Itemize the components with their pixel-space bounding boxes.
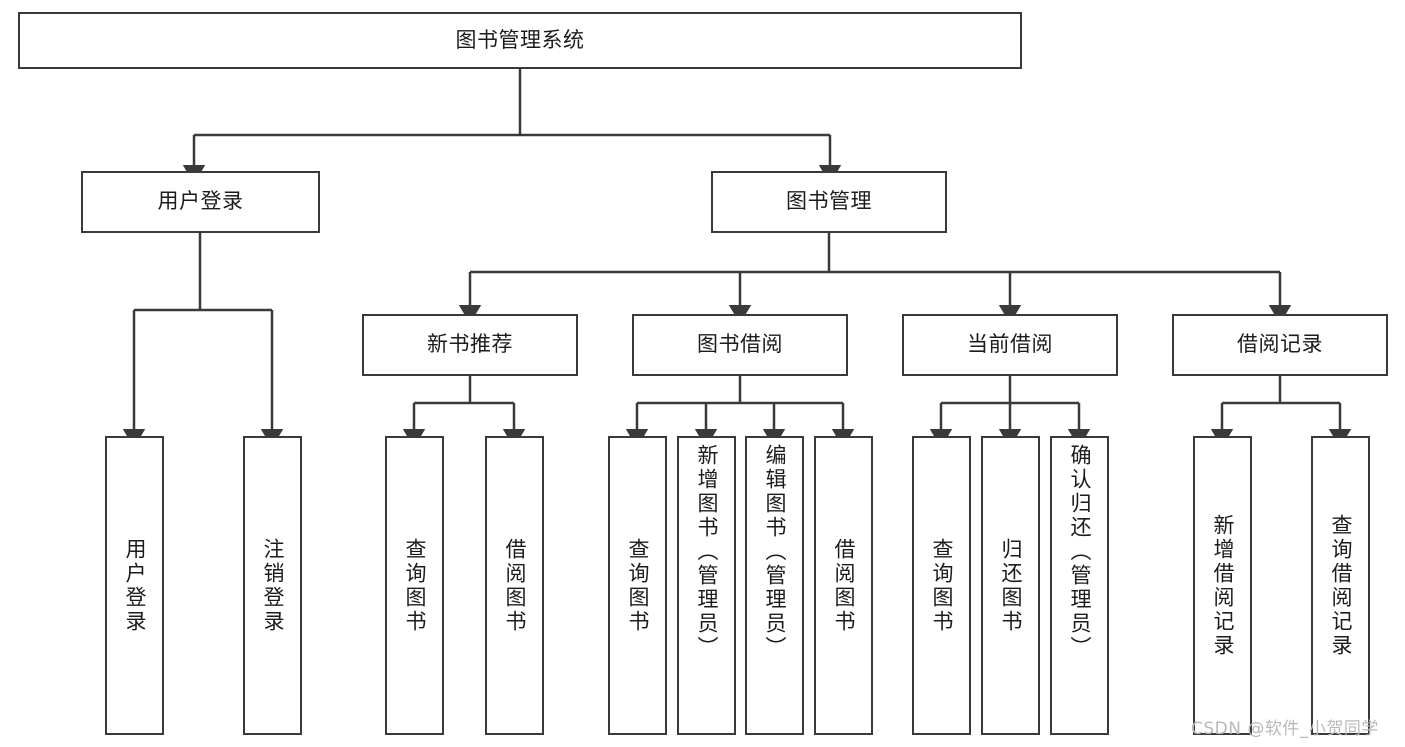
node-leaf-new-book-borrow-book[interactable]: 借阅图书 <box>485 436 544 735</box>
node-user-login[interactable]: 用户登录 <box>81 171 320 233</box>
node-new-book-recommend[interactable]: 新书推荐 <box>362 314 578 376</box>
node-label: 新书推荐 <box>427 332 513 357</box>
node-leaf-book-borrow-query-book[interactable]: 查询图书 <box>608 436 667 735</box>
node-label: 图书管理 <box>786 189 872 214</box>
node-label: 借阅图书 <box>503 537 527 634</box>
node-label: 借阅图书 <box>832 537 856 634</box>
node-label: 新增借阅记录 <box>1211 513 1235 658</box>
node-label: 查询图书 <box>403 537 427 634</box>
node-leaf-user-login-logout[interactable]: 注销登录 <box>243 436 302 735</box>
node-label: 图书管理系统 <box>455 27 585 52</box>
node-label: 查询借阅记录 <box>1329 513 1353 658</box>
node-label: 当前借阅 <box>967 332 1053 357</box>
node-label: 归还图书 <box>999 537 1023 634</box>
node-leaf-borrow-record-add-record[interactable]: 新增借阅记录 <box>1193 436 1252 735</box>
node-leaf-current-borrow-confirm-return-admin[interactable]: 确认归还（管理员） <box>1050 436 1109 735</box>
node-label: 编辑图书（管理员） <box>763 444 787 660</box>
node-book-borrow[interactable]: 图书借阅 <box>632 314 848 376</box>
node-label: 图书借阅 <box>697 332 783 357</box>
node-label: 用户登录 <box>123 537 147 634</box>
node-label: 注销登录 <box>261 537 285 634</box>
node-root-book-management-system[interactable]: 图书管理系统 <box>18 12 1022 69</box>
node-leaf-borrow-record-query-record[interactable]: 查询借阅记录 <box>1311 436 1370 735</box>
node-label: 确认归还（管理员） <box>1068 444 1092 660</box>
node-leaf-current-borrow-return-book[interactable]: 归还图书 <box>981 436 1040 735</box>
node-leaf-new-book-query-book[interactable]: 查询图书 <box>385 436 444 735</box>
csdn-watermark: CSDN @软件_小贺同学 <box>1191 719 1379 739</box>
node-leaf-book-borrow-add-book-admin[interactable]: 新增图书（管理员） <box>677 436 736 735</box>
node-book-management[interactable]: 图书管理 <box>711 171 947 233</box>
node-leaf-user-login-login[interactable]: 用户登录 <box>105 436 164 735</box>
node-label: 借阅记录 <box>1237 332 1323 357</box>
node-label: 用户登录 <box>157 189 244 214</box>
node-borrow-record[interactable]: 借阅记录 <box>1172 314 1388 376</box>
node-leaf-book-borrow-borrow-book[interactable]: 借阅图书 <box>814 436 873 735</box>
node-label: 新增图书（管理员） <box>695 444 719 660</box>
node-label: 查询图书 <box>930 537 954 634</box>
node-leaf-current-borrow-query-book[interactable]: 查询图书 <box>912 436 971 735</box>
node-label: 查询图书 <box>626 537 650 634</box>
node-current-borrow[interactable]: 当前借阅 <box>902 314 1118 376</box>
node-leaf-book-borrow-edit-book-admin[interactable]: 编辑图书（管理员） <box>745 436 804 735</box>
